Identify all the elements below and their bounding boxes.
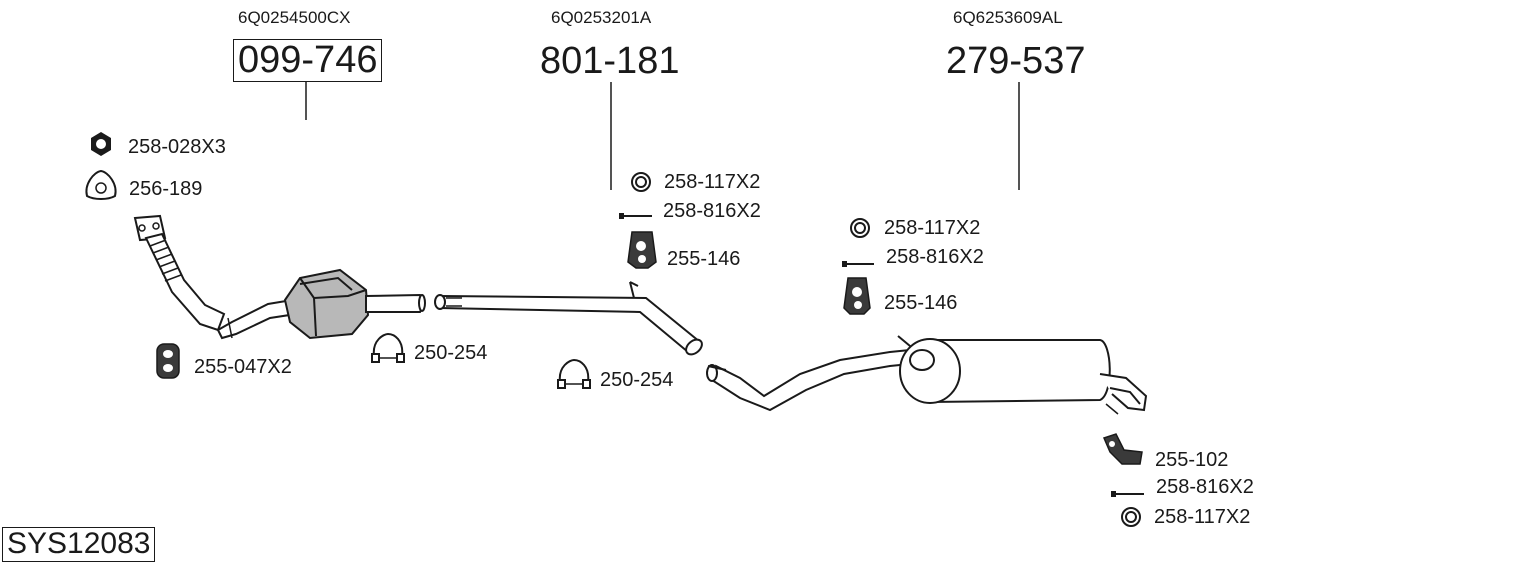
- part-label-hanger-front: 255-047X2: [194, 356, 292, 378]
- part-label-hanger-rear: 255-146: [884, 292, 958, 314]
- oe-number-label: 6Q0254500CX: [238, 8, 351, 27]
- part-label-ring: 258-117X2: [884, 217, 981, 239]
- part-number-label: 801-181: [540, 40, 680, 82]
- part-number-label: 099-746: [233, 39, 383, 82]
- part-label-nut: 258-028X3: [128, 136, 226, 158]
- part-label-bracket: 255-102: [1155, 449, 1229, 471]
- catalytic-converter-icon: [283, 268, 426, 340]
- part-label-clamp: 250-254: [414, 342, 488, 364]
- bolt-icon: [842, 261, 874, 267]
- clamp-icon: [557, 358, 591, 389]
- part-label-bolt: 258-816X2: [663, 200, 761, 222]
- part-label-ring: 258-117X2: [1154, 506, 1251, 528]
- ring-icon: [1121, 507, 1141, 527]
- part-label-bolt: 258-816X2: [886, 246, 984, 268]
- bolt-icon: [1111, 491, 1144, 497]
- nut-icon: [91, 132, 111, 156]
- hanger-mid-icon: [627, 231, 657, 269]
- rear-silencer-icon: [706, 335, 1148, 415]
- part-label-bolt: 258-816X2: [1156, 476, 1254, 498]
- ring-icon: [631, 172, 651, 192]
- gasket-icon: [85, 169, 117, 200]
- bolt-icon: [619, 213, 652, 219]
- part-label-hanger-mid: 255-146: [667, 248, 741, 270]
- hanger-front-icon: [156, 343, 180, 379]
- part-label-ring: 258-117X2: [664, 171, 761, 193]
- front-pipe-flex-icon: [133, 214, 298, 340]
- intermediate-pipe-icon: [434, 281, 703, 356]
- part-label-clamp: 250-254: [600, 369, 674, 391]
- bracket-icon: [1102, 433, 1143, 465]
- part-number-label: 279-537: [946, 40, 1086, 82]
- clamp-icon: [371, 332, 405, 363]
- hanger-rear-icon: [843, 277, 871, 315]
- oe-number-label: 6Q0253201A: [551, 8, 652, 27]
- ring-icon: [850, 218, 870, 238]
- oe-number-label: 6Q6253609AL: [953, 8, 1063, 27]
- system-id-label: SYS12083: [2, 527, 156, 562]
- part-label-gasket: 256-189: [129, 178, 203, 200]
